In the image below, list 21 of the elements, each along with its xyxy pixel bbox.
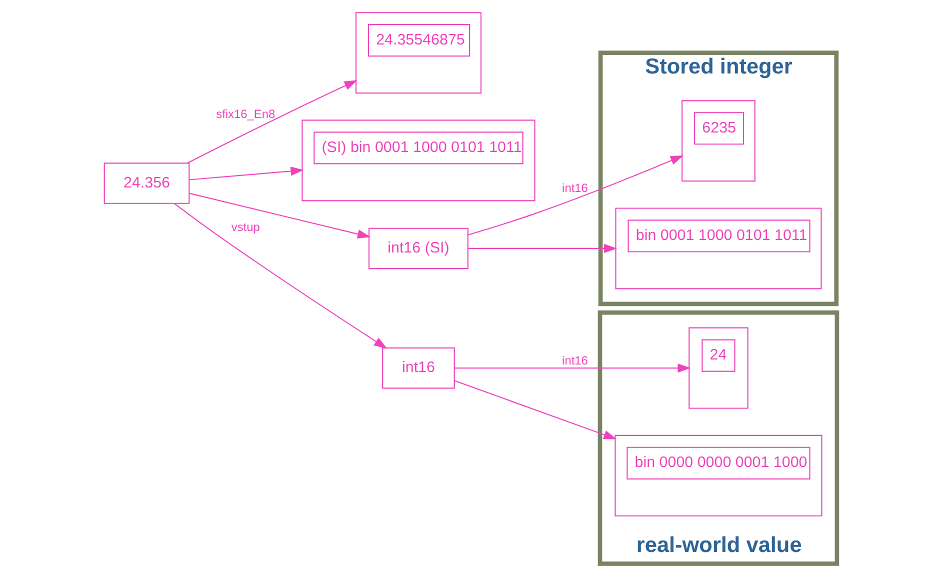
arrow [188,166,304,180]
node-box: int16 [382,347,454,389]
edge-label: int16 [562,180,588,195]
node-box: bin 0001 1000 0101 1011 [614,208,822,290]
node-box: 6235 [681,100,755,182]
edge-label: vstup [230,220,260,234]
node-box: 24 [688,327,748,409]
node-box: int16 (SI) [368,228,468,270]
arrow [173,203,387,349]
arrow [468,244,617,254]
arrow [467,155,684,236]
edge-label: sfix16_En8 [216,106,275,121]
arrow [454,380,616,440]
node-box: bin 0000 0000 0001 1000 [614,434,822,516]
node-box: 24.35546875 [354,12,482,94]
node-box: (SI) bin 0001 1000 0101 1011 [301,120,535,202]
edge-label: int16 [562,354,588,368]
arrow [454,363,690,373]
node-box: 24.356 [103,162,190,204]
arrow [188,192,370,239]
arrow [186,80,357,164]
